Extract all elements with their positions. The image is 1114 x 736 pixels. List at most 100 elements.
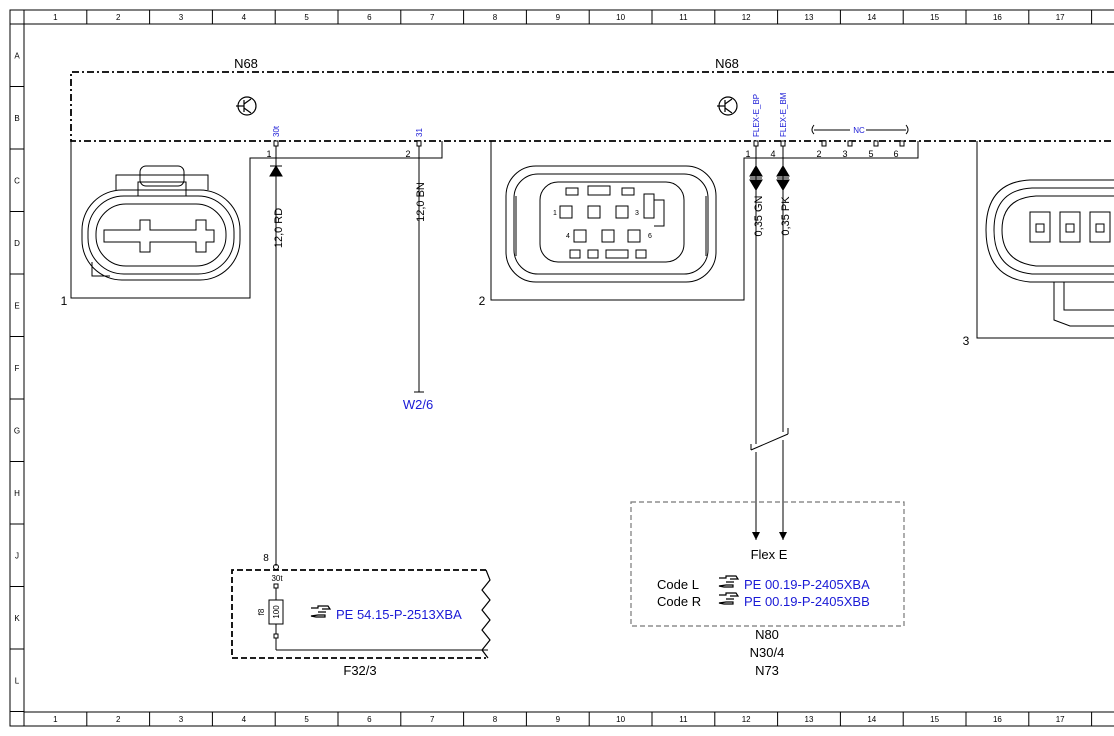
row-letter: D [14, 239, 20, 248]
pin-stubs [273, 140, 905, 147]
pin-number-nc: 6 [893, 149, 898, 159]
transistor-icon [717, 96, 738, 116]
code-r-label: Code R [657, 594, 701, 609]
fuse-circuit [268, 564, 488, 651]
fuse-reference-link[interactable]: PE 54.15-P-2513XBA [336, 607, 462, 622]
column-number: 7 [430, 715, 435, 724]
pin-number-nc: 3 [842, 149, 847, 159]
column-number: 8 [493, 715, 498, 724]
pin-label-3: 3 [635, 210, 639, 217]
connector-1-drawing [81, 165, 241, 281]
column-number: 17 [1056, 13, 1065, 22]
pin-number-nc: 5 [868, 149, 873, 159]
wire-bn [414, 146, 424, 393]
target-module-label: N73 [755, 663, 779, 678]
column-number: 6 [367, 13, 372, 22]
column-number: 8 [493, 13, 498, 22]
nc-bracket [811, 124, 909, 135]
nc-label: NC [853, 126, 865, 135]
pin-number: 4 [770, 149, 775, 159]
connector-2-housing [490, 141, 919, 301]
fuse-box-zigzag [481, 569, 491, 659]
fuse-name: f8 [257, 608, 266, 615]
ground-reference-link[interactable]: W2/6 [403, 397, 433, 412]
fuse-value: 100 [272, 605, 281, 619]
row-letter: L [15, 676, 20, 685]
column-number: 10 [616, 715, 625, 724]
column-number: 16 [993, 715, 1002, 724]
row-letter: B [14, 114, 19, 123]
pin-number: 1 [745, 149, 750, 159]
terminal-flex-bp: FLEX-E_BP [752, 94, 761, 137]
wire-label-rd: 12,0 RD [273, 208, 285, 248]
module-label-n68-right: N68 [715, 56, 739, 71]
pin-number-nc: 2 [816, 149, 821, 159]
column-number: 11 [679, 13, 688, 22]
pointing-hand-icon [718, 592, 740, 605]
arrow-down-icon [269, 165, 283, 177]
transistor-icon [236, 96, 257, 116]
column-number: 2 [116, 715, 121, 724]
pin-label-1: 1 [553, 210, 557, 217]
pin-label-6: 6 [648, 233, 652, 240]
code-r-reference-link[interactable]: PE 00.19-P-2405XBB [744, 594, 870, 609]
column-number: 13 [805, 715, 814, 724]
row-letter: A [14, 51, 20, 60]
column-number: 12 [742, 13, 751, 22]
connector-2-drawing [505, 165, 717, 283]
connector-number-2: 2 [479, 294, 486, 308]
flex-e-title: Flex E [751, 547, 788, 562]
pin-label-4: 4 [566, 233, 570, 240]
row-letter: E [14, 301, 19, 310]
connector-2-pin-labels: 1 3 4 6 [553, 210, 652, 240]
column-number: 17 [1056, 715, 1065, 724]
row-letter: H [14, 489, 20, 498]
drawing-frame [9, 9, 1114, 727]
column-number: 1 [53, 13, 58, 22]
row-letter: J [15, 551, 19, 560]
wire-label-bn: 12,0 BN [415, 182, 427, 222]
pin-number: 2 [405, 149, 410, 159]
wire-label-pk: 0,35 PK [780, 196, 792, 236]
column-number: 9 [556, 715, 561, 724]
column-number: 5 [304, 715, 309, 724]
connector-1-housing [70, 141, 443, 299]
connector-number-1: 1 [61, 294, 68, 308]
column-number: 11 [679, 715, 688, 724]
row-letter: G [14, 426, 20, 435]
column-number: 15 [930, 715, 939, 724]
column-number: 16 [993, 13, 1002, 22]
terminal-30t: 30t [272, 125, 281, 137]
flex-e-box [630, 501, 905, 627]
wire-break-mark [750, 428, 789, 451]
column-number: 7 [430, 13, 435, 22]
code-l-reference-link[interactable]: PE 00.19-P-2405XBA [744, 577, 870, 592]
column-number: 3 [179, 715, 184, 724]
connector-3-drawing [985, 179, 1114, 327]
column-number: 14 [867, 715, 876, 724]
fuse-box-label: F32/3 [343, 663, 376, 678]
column-number: 2 [116, 13, 121, 22]
pointing-hand-icon [310, 605, 332, 618]
terminal-flex-bm: FLEX-E_BM [779, 92, 788, 137]
code-l-label: Code L [657, 577, 699, 592]
column-number: 10 [616, 13, 625, 22]
wire-label-gn: 0,35 GN [753, 195, 765, 236]
fuse-pin-number: 8 [263, 553, 269, 564]
column-number: 9 [556, 13, 561, 22]
column-number: 13 [805, 13, 814, 22]
target-module-label: N30/4 [750, 645, 785, 660]
connector-number-3: 3 [963, 334, 970, 348]
module-n68-box [70, 71, 1114, 142]
column-number: 1 [53, 715, 58, 724]
column-number: 6 [367, 715, 372, 724]
target-module-label: N80 [755, 627, 779, 642]
module-label-n68-left: N68 [234, 56, 258, 71]
terminal-31: 31 [415, 128, 424, 137]
column-number: 15 [930, 13, 939, 22]
row-letter: K [14, 614, 20, 623]
